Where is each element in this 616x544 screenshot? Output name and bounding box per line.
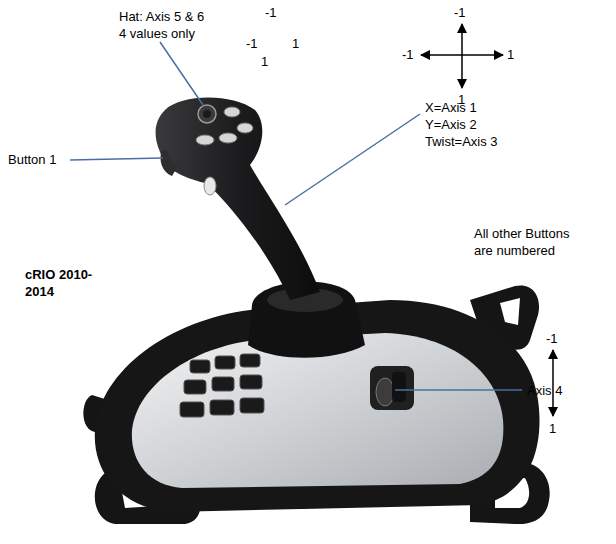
version-note: cRIO 2010-2014 xyxy=(25,266,97,300)
axis-arrows xyxy=(421,24,553,416)
axis-label: 1 xyxy=(292,35,299,52)
leader-lines xyxy=(70,42,522,390)
axis-label: Twist=Axis 3 xyxy=(425,133,498,150)
axis-label: -1 xyxy=(454,4,466,21)
axis-label: -1 xyxy=(402,46,414,63)
axis-label: Y=Axis 2 xyxy=(425,116,477,133)
axis-label: 1 xyxy=(261,53,268,70)
throttle-wheel xyxy=(370,366,414,410)
base-buttons xyxy=(180,354,264,417)
axis-label: 1 xyxy=(549,420,556,437)
thumb-button xyxy=(204,177,216,195)
trigger xyxy=(160,150,178,176)
axis-label: Button 1 xyxy=(8,151,56,168)
note-label: Hat: Axis 5 & 6 4 values only xyxy=(119,8,211,42)
top-buttons xyxy=(196,107,253,145)
note-label: All other Buttons are numbered xyxy=(474,225,586,259)
axis-label: -1 xyxy=(546,330,558,347)
axis-label: X=Axis 1 xyxy=(425,99,477,116)
axis-label: Axis 4 xyxy=(527,382,562,399)
axis-label: 1 xyxy=(507,46,514,63)
axis-label: -1 xyxy=(246,35,258,52)
axis-label: -1 xyxy=(265,4,277,21)
hat-switch xyxy=(198,105,216,123)
